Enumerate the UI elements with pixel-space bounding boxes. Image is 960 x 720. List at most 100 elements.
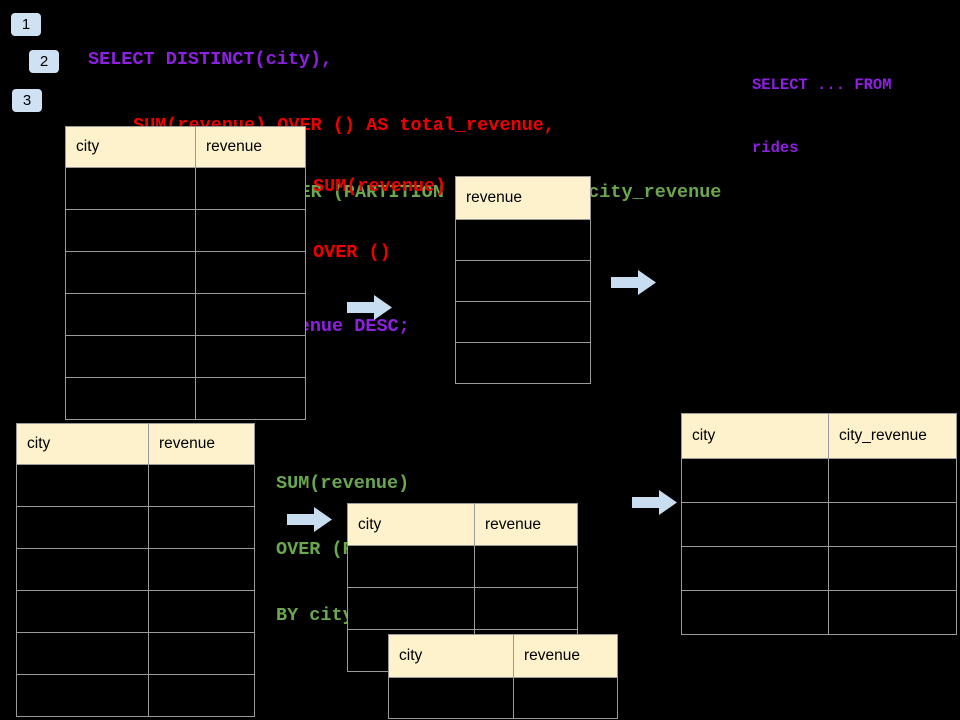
annotation-total-window: SUM(revenue) OVER ()	[313, 132, 446, 308]
column-header-revenue: revenue	[195, 126, 306, 168]
side-note-line: SELECT ... FROM	[752, 76, 892, 94]
empty-cell	[195, 335, 306, 378]
column-header-city: city	[16, 423, 149, 465]
table-row	[16, 590, 255, 633]
right-arrow-icon	[632, 489, 677, 516]
empty-cell	[455, 342, 591, 384]
table-total-revenue-result: revenue	[455, 176, 591, 384]
annotation-line: SUM(revenue)	[276, 473, 410, 494]
empty-cell	[16, 464, 149, 507]
header-row: city revenue	[388, 634, 618, 678]
header-row: city revenue	[16, 423, 255, 465]
empty-cell	[195, 209, 306, 252]
table-row	[681, 590, 957, 635]
table-row	[16, 464, 255, 507]
empty-cell	[388, 677, 514, 719]
empty-cell	[65, 251, 196, 294]
table-partition-overlay: city revenue	[388, 634, 618, 719]
table-source-top: city revenue	[65, 126, 306, 420]
empty-cell	[681, 502, 829, 547]
empty-cell	[148, 548, 255, 591]
column-header-city-revenue: city_revenue	[828, 413, 957, 459]
header-row: city revenue	[65, 126, 306, 168]
column-header-city: city	[347, 503, 475, 546]
table-row	[681, 546, 957, 591]
annotation-line: SUM(revenue)	[313, 176, 447, 197]
empty-cell	[455, 260, 591, 302]
table-row	[455, 301, 591, 343]
table-row	[347, 545, 578, 588]
table-row	[65, 209, 306, 252]
empty-cell	[681, 590, 829, 635]
header-row: city revenue	[347, 503, 578, 546]
table-final-result: city city_revenue	[681, 413, 957, 635]
empty-cell	[828, 458, 957, 503]
empty-cell	[16, 590, 149, 633]
empty-cell	[65, 209, 196, 252]
empty-cell	[455, 301, 591, 343]
table-row	[681, 502, 957, 547]
table-row	[388, 677, 618, 719]
right-arrow-icon	[347, 294, 392, 321]
empty-cell	[16, 506, 149, 549]
table-row	[347, 587, 578, 630]
empty-cell	[16, 674, 149, 717]
table-row	[455, 342, 591, 384]
annotation-line: OVER ()	[313, 242, 391, 263]
empty-cell	[681, 458, 829, 503]
empty-cell	[148, 464, 255, 507]
table-row	[16, 632, 255, 675]
empty-cell	[455, 219, 591, 261]
column-header-revenue: revenue	[148, 423, 255, 465]
step-badge-2: 2	[29, 50, 59, 73]
table-row	[65, 293, 306, 336]
empty-cell	[828, 502, 957, 547]
table-source-bottom: city revenue	[16, 423, 255, 717]
empty-cell	[474, 587, 578, 630]
header-row: revenue	[455, 176, 591, 220]
right-arrow-icon	[287, 506, 332, 533]
empty-cell	[195, 167, 306, 210]
empty-cell	[65, 293, 196, 336]
table-row	[16, 548, 255, 591]
empty-cell	[16, 632, 149, 675]
table-row	[455, 219, 591, 261]
empty-cell	[347, 587, 475, 630]
table-row	[65, 167, 306, 210]
empty-cell	[148, 590, 255, 633]
column-header-city: city	[388, 634, 514, 678]
empty-cell	[474, 545, 578, 588]
empty-cell	[828, 590, 957, 635]
empty-cell	[681, 546, 829, 591]
empty-cell	[148, 506, 255, 549]
column-header-city: city	[65, 126, 196, 168]
table-row	[65, 377, 306, 420]
table-row	[65, 251, 306, 294]
empty-cell	[195, 251, 306, 294]
side-note: SELECT ... FROM rides	[752, 33, 892, 201]
empty-cell	[148, 632, 255, 675]
table-row	[65, 335, 306, 378]
table-row	[455, 260, 591, 302]
empty-cell	[148, 674, 255, 717]
side-note-line: rides	[752, 139, 799, 157]
empty-cell	[65, 335, 196, 378]
table-row	[681, 458, 957, 503]
empty-cell	[65, 377, 196, 420]
empty-cell	[65, 167, 196, 210]
sql-line-select: SELECT DISTINCT(city),	[88, 48, 333, 70]
column-header-city: city	[681, 413, 829, 459]
empty-cell	[347, 545, 475, 588]
empty-cell	[828, 546, 957, 591]
table-row	[16, 674, 255, 717]
header-row: city city_revenue	[681, 413, 957, 459]
step-badge-1: 1	[11, 13, 41, 36]
step-badge-3: 3	[12, 89, 42, 112]
column-header-revenue: revenue	[513, 634, 618, 678]
empty-cell	[513, 677, 618, 719]
column-header-revenue: revenue	[474, 503, 578, 546]
table-row	[16, 506, 255, 549]
empty-cell	[195, 377, 306, 420]
right-arrow-icon	[611, 269, 656, 296]
